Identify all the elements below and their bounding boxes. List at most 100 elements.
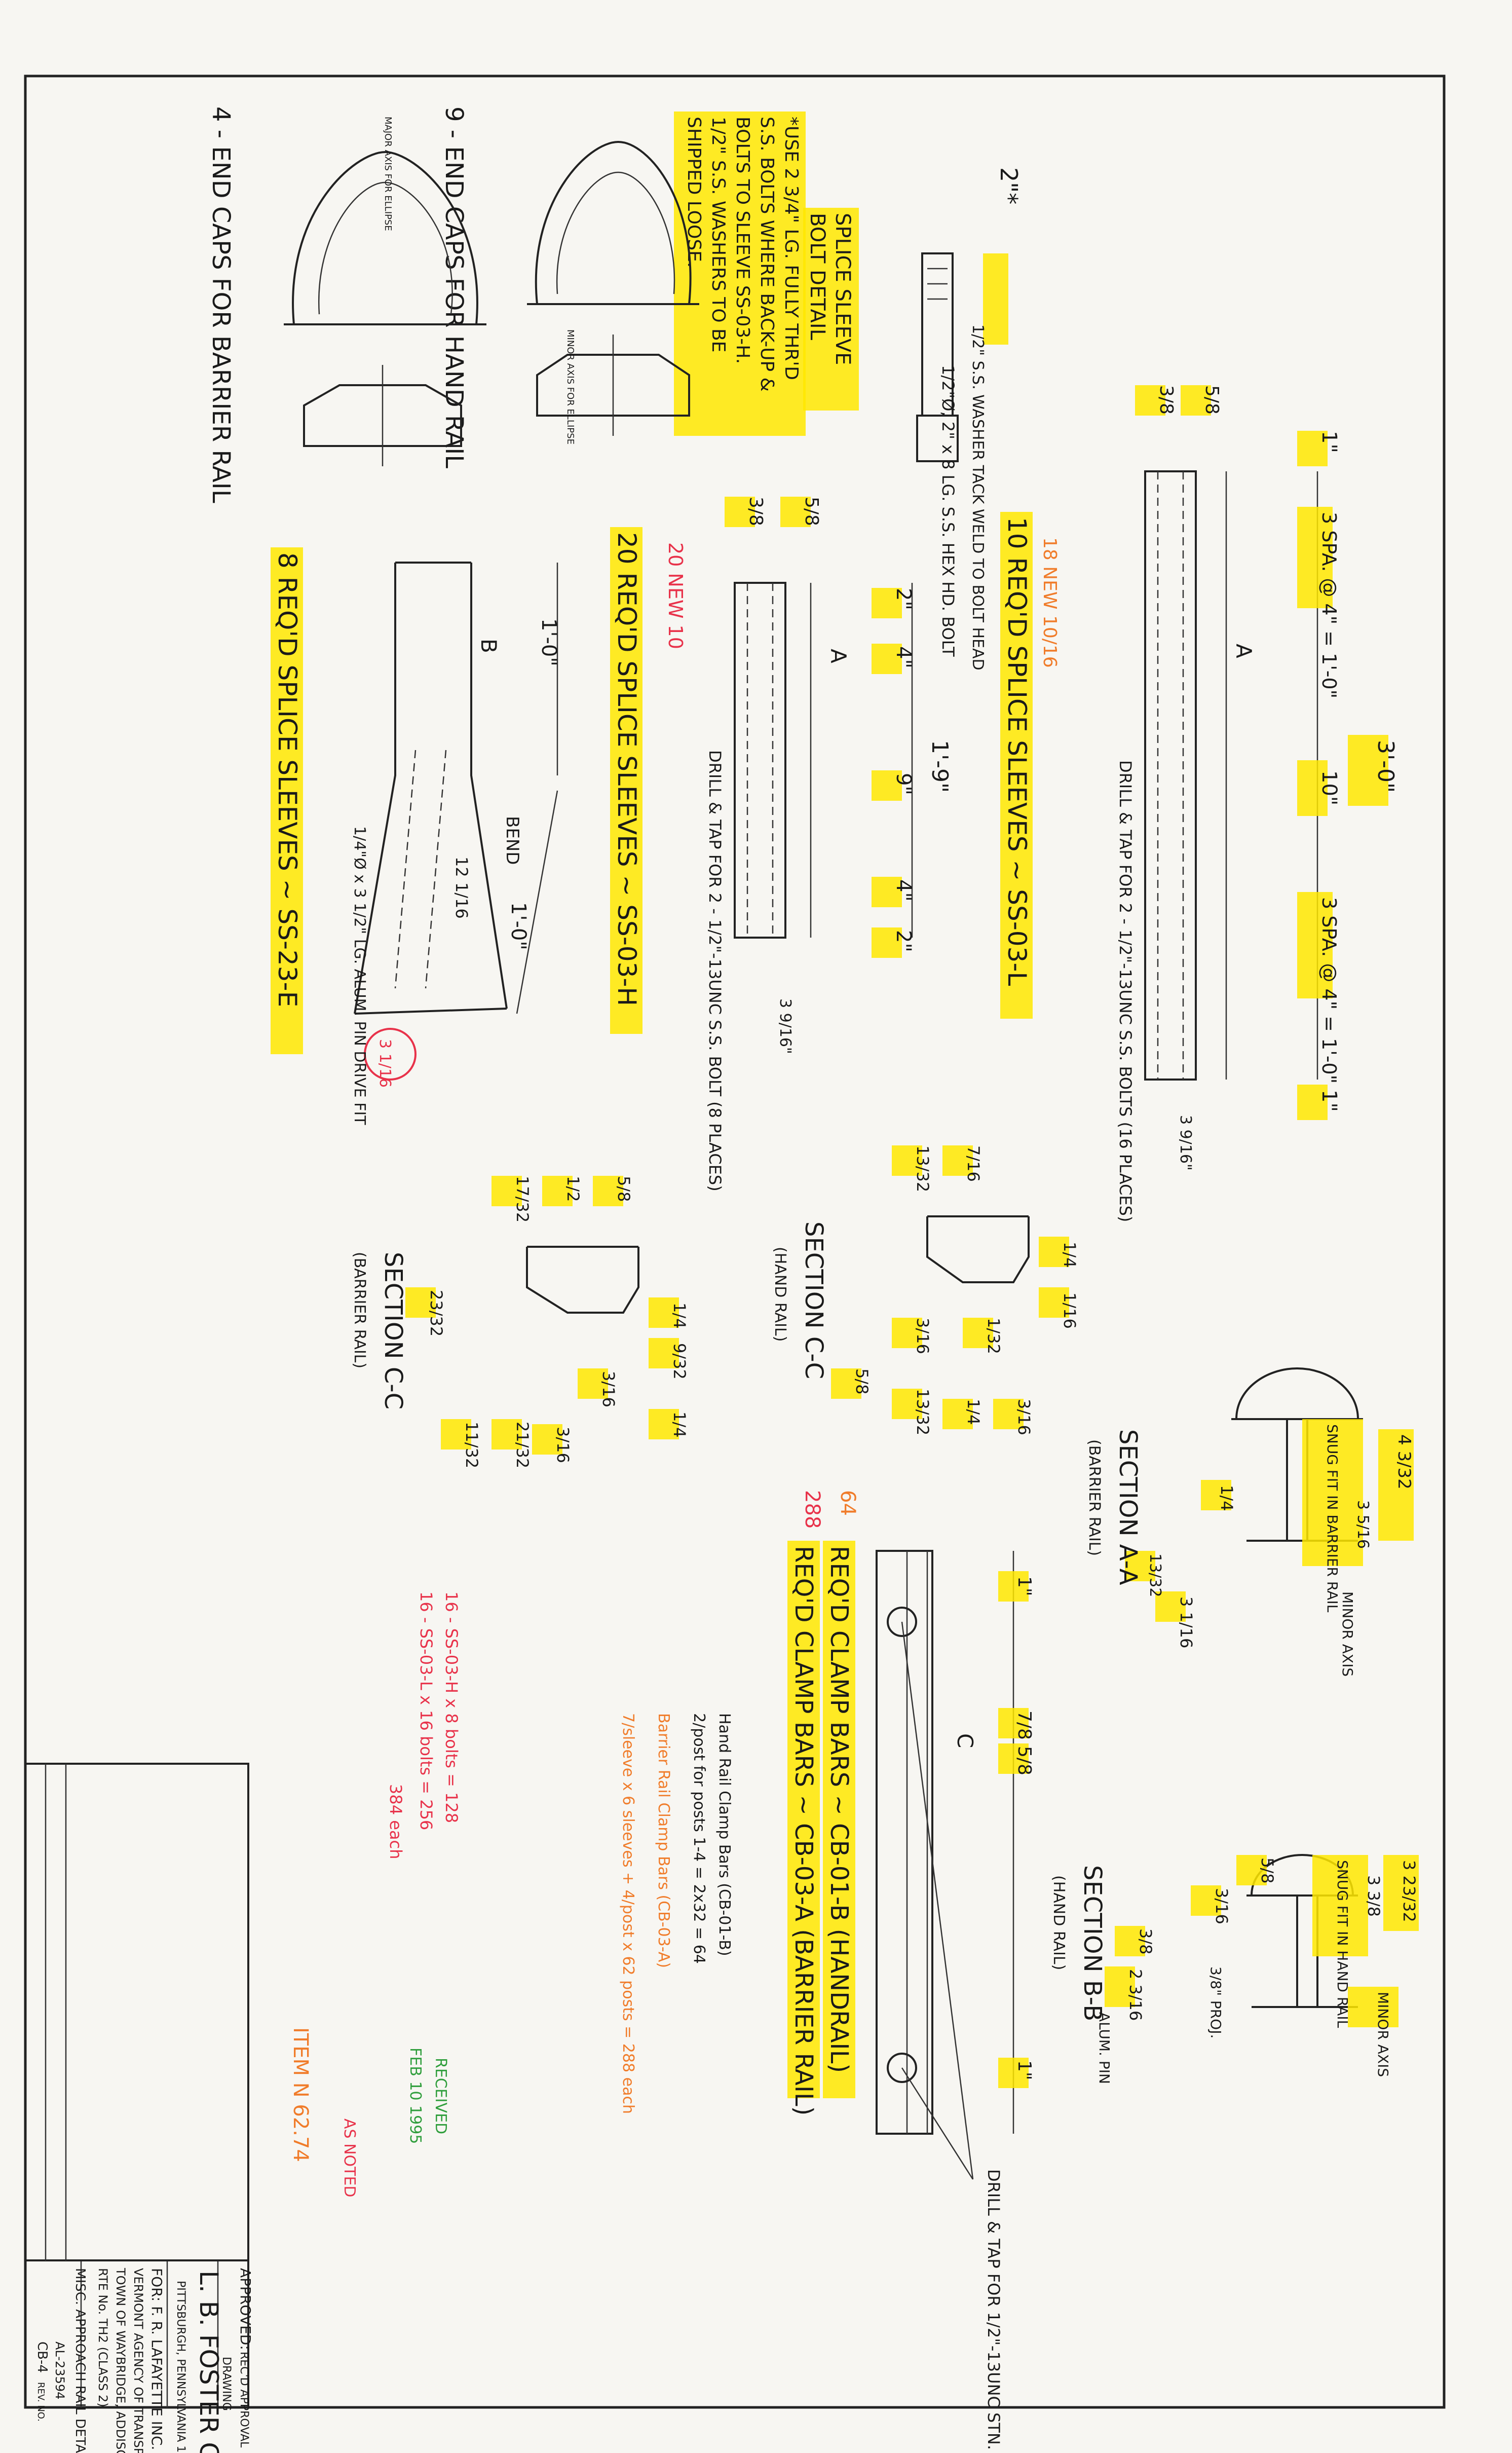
note-line: BOLTS TO SLEEVE SS-03-H. — [732, 117, 753, 364]
splice-detail-title-1: SPLICE SLEEVE — [831, 213, 854, 365]
clamp-dim: 5/8 — [1014, 1746, 1035, 1775]
cc-barrier-title: SECTION C-C — [379, 1252, 407, 1409]
bb-dim: 3/8 — [1136, 1928, 1155, 1955]
stamp-item: ITEM N 62.74 — [289, 2027, 312, 2162]
cc-hand-title: SECTION C-C — [800, 1221, 828, 1379]
bb-dim: 3 3/8 — [1364, 1875, 1383, 1917]
sleeve-l-title: 10 REQ'D SPLICE SLEEVES ~ SS-03-L — [1002, 517, 1032, 986]
tb-town: TOWN OF WAYBRIDGE, ADDISON CO. — [114, 2268, 128, 2453]
note: Barrier Rail Clamp Bars (CB-03-A) — [655, 1713, 672, 1968]
sleeve-l-spa-right: 3 SPA. @ 4" = 1'-0" — [1318, 897, 1340, 1084]
bb-dim: 3/16 — [1212, 1888, 1231, 1924]
sleeve-ss-03-h — [734, 582, 812, 939]
sleeve-e-dim-b: 1'-0" — [507, 902, 530, 950]
sleeve-l-section-mark: A — [1231, 644, 1256, 658]
tb-agency: VERMONT AGENCY OF TRANSPORTATION — [131, 2268, 145, 2453]
note: 16 - SS-03-H x 8 bolts = 128 — [442, 1591, 461, 1823]
bb-subtitle: (HAND RAIL) — [1050, 1875, 1068, 1970]
splice-detail-title-2: BOLT DETAIL — [806, 213, 829, 341]
bb-dim: 2 3/16 — [1126, 1969, 1145, 2021]
sleeve-e-title: 8 REQ'D SPLICE SLEEVES ~ SS-23-E — [273, 552, 302, 1007]
cc-hand-dim: 7/16 — [964, 1145, 983, 1182]
cc-barrier-dim: 23/32 — [427, 1290, 446, 1336]
bb-proj: 3/8" PROJ. — [1207, 1966, 1224, 2038]
cc-hand-dim: 5/8 — [852, 1368, 872, 1395]
sleeve-h-dim: 4" — [892, 879, 915, 902]
sleeve-h-overall: 1'-9" — [927, 740, 953, 793]
bolt-spec: 1/2"Ø, 2" x 8 LG. S.S. HEX HD. BOLT — [938, 365, 958, 657]
barrier-cap-label: 4 - END CAPS FOR BARRIER RAIL — [207, 106, 235, 503]
cc-barrier-dim: 17/32 — [513, 1176, 532, 1222]
splice-bolt-detail — [916, 252, 1008, 462]
note-line: S.S. BOLTS WHERE BACK-UP & — [757, 117, 777, 392]
splice-note: *USE 2 3/4" LG. FULLY THR'D S.S. BOLTS W… — [674, 112, 806, 436]
sleeve-h-dim: 2" — [892, 930, 915, 952]
sleeve-h-section-mark: A — [826, 649, 851, 663]
clamp-section-mark: C — [953, 1733, 977, 1748]
sheet-border — [24, 75, 1446, 2409]
aa-dim: 1/4 — [1217, 1485, 1236, 1511]
sleeve-l-top-dim: 3/8 — [1156, 385, 1177, 415]
note: Hand Rail Clamp Bars (CB-01-B) — [715, 1713, 733, 1956]
cc-barrier-subtitle: (BARRIER RAIL) — [351, 1252, 368, 1368]
tb-job: AL-23594 — [53, 2342, 67, 2399]
cc-hand-dim: 3/16 — [913, 1318, 932, 1354]
tb-city: PITTSBURGH, PENNSYLVANIA 15220 — [174, 2281, 187, 2453]
handwritten-notes: Hand Rail Clamp Bars (CB-01-B) 2/post fo… — [386, 1591, 733, 2114]
cc-hand-dim: 1/4 — [964, 1399, 983, 1425]
sleeve-h-top-dim: 5/8 — [801, 497, 822, 526]
sleeve-h-top-dim: 3/8 — [745, 497, 766, 526]
bb-dim: 3 23/32 — [1400, 1860, 1419, 1922]
tb-recd: REC'D APPROVAL — [238, 2352, 250, 2448]
aa-minor-axis: MINOR AXIS — [1339, 1591, 1356, 1677]
sleeve-l-end-left: 1" — [1317, 431, 1341, 453]
clamp-dim: 1" — [1014, 2060, 1035, 2080]
cc-hand-dim: 1/16 — [1060, 1292, 1079, 1329]
tb-for: FOR: F. R. LAFAYETTE INC. — [148, 2268, 165, 2450]
sleeve-l-dims — [1135, 385, 1388, 1120]
sleeve-l-end-right: 1" — [1317, 1090, 1341, 1112]
end-cap-hand-rail — [527, 140, 699, 436]
cc-barrier-dim: 21/32 — [513, 1422, 532, 1468]
stamp-date: FEB 10 1995 — [406, 2048, 424, 2144]
aa-dim: 3 1/16 — [1177, 1596, 1196, 1648]
tb-drawing-no: CB-4 — [34, 2342, 50, 2373]
sleeve-h-dims — [725, 497, 913, 958]
section-aa-profile — [1125, 1367, 1414, 1622]
received-stamp: RECEIVED FEB 10 1995 AS NOTED ITEM N 62.… — [289, 2027, 449, 2198]
sleeve-l-top-dim: 5/8 — [1201, 385, 1222, 415]
cc-barrier-dim: 5/8 — [614, 1176, 633, 1202]
sleeve-e-section-mark: B — [476, 639, 501, 653]
aa-title: SECTION A-A — [1114, 1429, 1142, 1585]
sleeve-l-annotation: 18 NEW 10/16 — [1039, 537, 1060, 668]
stamp-received: RECEIVED — [432, 2058, 449, 2134]
cc-barrier-dim: 1/4 — [670, 1303, 689, 1329]
cc-barrier-dim: 1/2 — [563, 1176, 583, 1202]
aa-subtitle: (BARRIER RAIL) — [1085, 1439, 1103, 1556]
clamp-dim: 1" — [1014, 1576, 1035, 1596]
aa-dim: 3 5/16 — [1354, 1500, 1372, 1549]
sleeve-l-drill-note: DRILL & TAP FOR 2 - 1/2"-13UNC S.S. BOLT… — [1116, 760, 1135, 1222]
note: 384 each — [386, 1784, 405, 1859]
clamp-bar-drawing — [876, 1550, 1029, 2180]
section-bb-profile — [1105, 1853, 1419, 2027]
sleeve-l-bottom: 3 9/16" — [1177, 1115, 1194, 1171]
sleeve-l-spa-left: 3 SPA. @ 4" = 1'-0" — [1318, 512, 1340, 698]
cc-hand-dim: 13/32 — [913, 1389, 932, 1435]
sleeve-e-pin: 1/4"Ø x 3 1/2" LG. ALUM. PIN DRIVE FIT — [351, 826, 368, 1125]
tb-drawing-label: DRAWING — [220, 2357, 233, 2411]
major-axis-note: MAJOR AXIS FOR ELLIPSE — [383, 117, 393, 231]
bolt-length-dim: 2"* — [995, 167, 1023, 204]
cc-barrier-dim: 3/16 — [553, 1427, 573, 1463]
cc-hand-dim: 13/32 — [913, 1145, 932, 1192]
sleeve-ss-03-l — [1144, 470, 1227, 1081]
aa-dim: 4 3/32 — [1394, 1434, 1414, 1490]
washer-note: 1/2" S.S. WASHER TACK WELD TO BOLT HEAD — [969, 324, 987, 671]
bb-minor-axis: MINOR AXIS — [1375, 1992, 1391, 2077]
cc-hand-dim: 1/4 — [1060, 1242, 1079, 1268]
cc-barrier-dim: 11/32 — [462, 1422, 481, 1468]
tb-approved: APPROVED: — [237, 2268, 254, 2350]
sleeve-e-red-dim: 3 1/16 — [376, 1039, 394, 1088]
